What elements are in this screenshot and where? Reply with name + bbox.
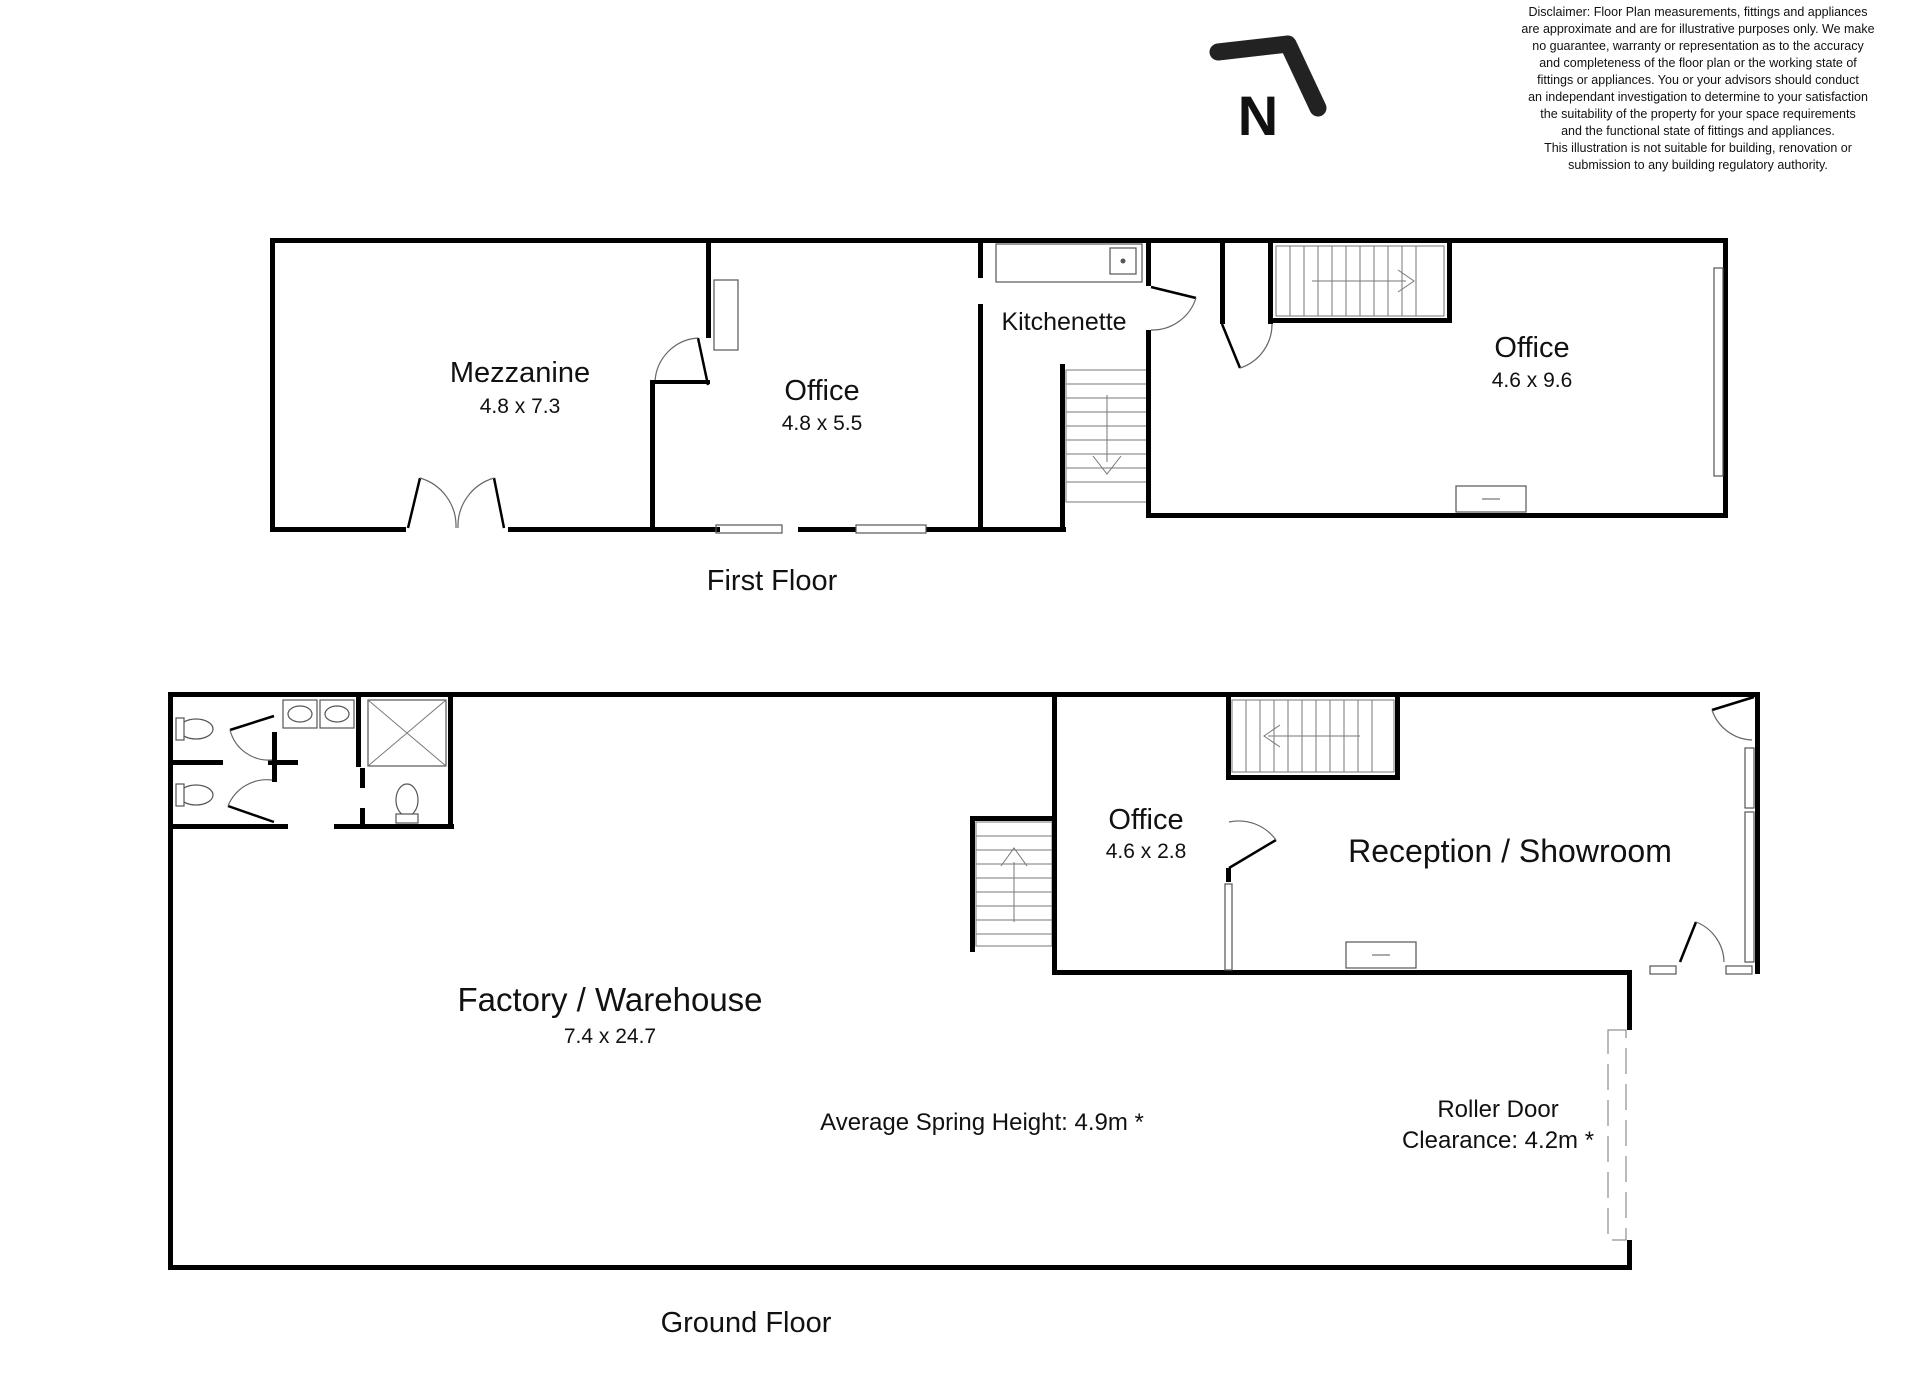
room-dims-office-ground: 4.6 x 2.8 (1106, 840, 1187, 863)
room-label-office-ground: Office (1108, 804, 1183, 836)
disclaimer-line: no guarantee, warranty or representation… (1532, 39, 1864, 53)
disclaimer-line: and completeness of the floor plan or th… (1539, 56, 1857, 70)
room-dims-mezzanine: 4.8 x 7.3 (480, 395, 561, 418)
note-roller-door-line1: Roller Door (1437, 1096, 1558, 1123)
room-label-kitchenette: Kitchenette (1001, 308, 1126, 336)
first-floor-plan (270, 238, 1728, 534)
ground-floor-stairs (975, 821, 1053, 947)
disclaimer-line: Disclaimer: Floor Plan measurements, fit… (1528, 5, 1868, 19)
room-dims-factory: 7.4 x 24.7 (564, 1025, 656, 1048)
note-roller-door-line2: Clearance: 4.2m * (1402, 1127, 1594, 1154)
room-label-office-first-right: Office (1494, 332, 1569, 364)
floor-caption-first: First Floor (707, 565, 838, 597)
disclaimer-line: an independant investigation to determin… (1528, 90, 1868, 104)
room-label-office-first-mid: Office (784, 375, 859, 407)
disclaimer-line: and the functional state of fittings and… (1561, 124, 1835, 138)
floor-caption-ground: Ground Floor (661, 1307, 832, 1339)
room-label-factory: Factory / Warehouse (457, 981, 762, 1018)
disclaimer-line: are approximate and are for illustrative… (1521, 22, 1875, 36)
disclaimer-line: submission to any building regulatory au… (1568, 158, 1828, 172)
disclaimer-line: This illustration is not suitable for bu… (1544, 141, 1852, 155)
disclaimer-line: fittings or appliances. You or your advi… (1537, 73, 1859, 87)
first-floor-stairs (1065, 369, 1149, 503)
first-floor-right-stairs (1275, 245, 1445, 317)
room-dims-office-first-right: 4.6 x 9.6 (1492, 369, 1573, 392)
compass-label: N (1238, 84, 1278, 147)
disclaimer-line: the suitability of the property for your… (1540, 107, 1856, 121)
ground-floor-plan (168, 692, 1760, 1270)
room-label-reception: Reception / Showroom (1348, 833, 1672, 869)
ground-floor-right-stairs (1231, 699, 1395, 773)
disclaimer-text: Disclaimer: Floor Plan measurements, fit… (1488, 4, 1908, 174)
room-label-mezzanine: Mezzanine (450, 357, 590, 389)
north-arrow-icon (1209, 35, 1327, 117)
note-spring-height: Average Spring Height: 4.9m * (820, 1109, 1144, 1136)
room-dims-office-first-mid: 4.8 x 5.5 (782, 412, 863, 435)
